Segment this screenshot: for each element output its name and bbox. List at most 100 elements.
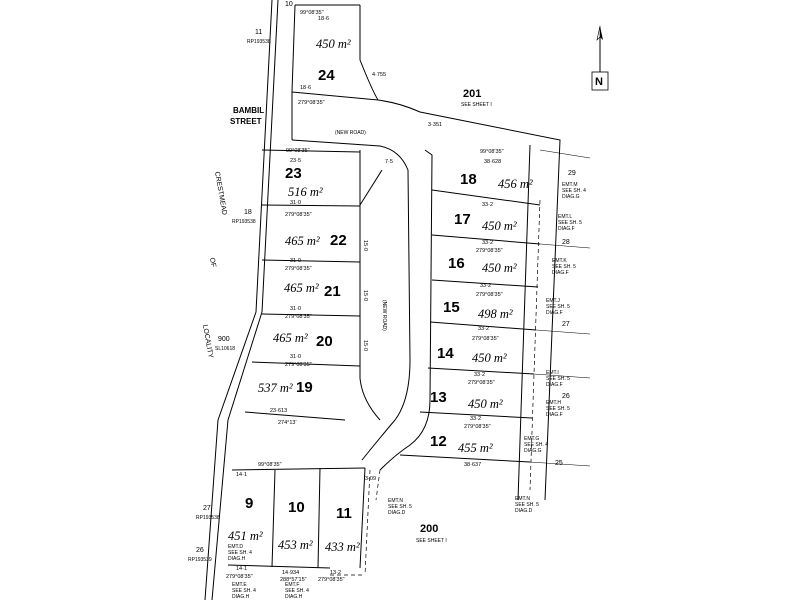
emt-name: EMT.G [524, 436, 539, 442]
east-lots-lines [399, 149, 591, 467]
distance: 31·0 [290, 306, 301, 312]
easement-n-south: EMT.N SEE SH. 5 DIAG.D [388, 498, 412, 516]
emt-name: EMT.M [562, 182, 578, 188]
lot-number: 9 [245, 495, 253, 512]
lot-area: 450 m² [482, 261, 517, 275]
north-arrow-icon: N [591, 25, 609, 91]
emt-line1: SEE SH. 5 [546, 376, 570, 382]
easement-l: EMT.L SEE SH. 5 DIAG.F [558, 214, 582, 232]
emt-line2: DIAG.F [546, 310, 563, 316]
distance: 4·755 [372, 72, 386, 78]
emt-line2: DIAG.G [524, 448, 542, 454]
emt-line1: SEE SH. 5 [515, 502, 539, 508]
bearing: 38·637 [464, 462, 481, 468]
lot-area: 537 m² [258, 381, 293, 395]
bearing: 279°08'35" [476, 292, 503, 298]
lot-area: 498 m² [478, 307, 513, 321]
lot-number: 17 [454, 211, 471, 228]
bearing: 99°08'35" [480, 149, 504, 155]
bearing: 274°13' [278, 420, 297, 426]
emt-line2: DIAG.F [546, 412, 563, 418]
lot-24: 24 450 m² [316, 37, 351, 84]
lot-area: 516 m² [288, 185, 323, 199]
emt-line1: SEE SH. 5 [558, 220, 582, 226]
lot-number: 16 [448, 255, 465, 272]
distance: 33·2 [482, 202, 493, 208]
neighbor-900-ref: SL10618 [215, 346, 235, 352]
emt-line1: SEE SH. 4 [228, 550, 252, 556]
bearing: 99°08'35" [300, 10, 324, 16]
emt-line1: SEE SH. 4 [524, 442, 548, 448]
lot-200-note: SEE SHEET I [416, 538, 447, 544]
bearing: 279°08'35" [285, 314, 312, 320]
street-locality: LOCALITY [201, 324, 214, 359]
easement-n-east: EMT.N SEE SH. 5 DIAG.D [515, 496, 539, 514]
lot-area: 465 m² [284, 281, 319, 295]
distance: 18·6 [318, 16, 329, 22]
bearing: 23·613 [270, 408, 287, 414]
distance: 33·2 [482, 240, 493, 246]
neighbor-18: 18 [244, 209, 252, 216]
neighbor-900: 900 [218, 336, 230, 343]
easement-m: EMT.M SEE SH. 4 DIAG.G [562, 182, 586, 200]
lot-200: 200 SEE SHEET I [416, 523, 447, 544]
lot-area: 453 m² [278, 538, 313, 552]
lot-area: 465 m² [273, 331, 308, 345]
neighbor-27: 27 [203, 505, 211, 512]
lot-area: 450 m² [482, 219, 517, 233]
emt-name: EMT.D [228, 544, 243, 550]
lot-number: 12 [430, 433, 447, 450]
emt-line2: DIAG.F [558, 226, 575, 232]
lot-15: 15 498 m² [443, 299, 513, 321]
street-bambil-1: BAMBIL [233, 106, 264, 115]
bearing: 99°08'35" [258, 462, 282, 468]
lot-10: 10 453 m² [278, 499, 313, 552]
lot-area: 455 m² [458, 441, 493, 455]
lot-201: 201 SEE SHEET I [461, 88, 492, 108]
emt-name: EMT.K [552, 258, 567, 264]
west-lots-lines [244, 149, 383, 421]
emt-line1: SEE SH. 5 [388, 504, 412, 510]
distance: 3·09 [365, 476, 376, 482]
road-boundaries [204, 0, 561, 600]
distance: 33·2 [470, 416, 481, 422]
lot-23: 23 516 m² [285, 165, 323, 199]
neighbor-26e: 26 [562, 393, 570, 400]
lot-number: 14 [437, 345, 454, 362]
distance: 7·5 [385, 159, 393, 165]
bearing: 279°08'35" [226, 574, 253, 580]
lot-20: 20 465 m² [273, 331, 333, 350]
bearing: 279°08'35" [468, 380, 495, 386]
lot-number: 22 [330, 232, 347, 249]
emt-line2: DIAG.F [546, 382, 563, 388]
bearing: 279°08'35" [318, 577, 345, 583]
neighbor-11: 11 [255, 29, 262, 36]
lot-number: 11 [336, 505, 352, 522]
emt-name: EMT.H [546, 400, 561, 406]
easement-d: EMT.D SEE SH. 4 DIAG.H [228, 544, 252, 562]
emt-line1: SEE SH. 5 [552, 264, 576, 270]
south-lots-lines [227, 467, 381, 576]
emt-name: EMT.I [546, 370, 559, 376]
neighbor-25e: 25 [555, 460, 563, 467]
emt-name: EMT.L [558, 214, 572, 220]
lot-area: 451 m² [228, 529, 263, 543]
lot-number: 23 [285, 165, 302, 182]
lot-area: 450 m² [472, 351, 507, 365]
emt-line2: DIAG.D [388, 510, 406, 516]
distance: 15·0 [362, 290, 368, 301]
emt-line1: SEE SH. 4 [232, 588, 256, 594]
lot-12: 12 455 m² [430, 433, 493, 455]
bearing: 38·628 [484, 159, 501, 165]
lot-area: 450 m² [468, 397, 503, 411]
bearing: 279°08'35" [472, 336, 499, 342]
distance: 14·1 [236, 472, 247, 478]
neighbor-26-ref: RP193539 [188, 557, 212, 563]
street-crestmead: CRESTMEAD [213, 171, 228, 216]
emt-line2: DIAG.G [562, 194, 580, 200]
neighbor-28e: 28 [562, 239, 570, 246]
neighbor-27-ref: RP193538 [196, 515, 220, 521]
distance: 14·934 [282, 570, 299, 576]
distance: 33·2 [474, 372, 485, 378]
